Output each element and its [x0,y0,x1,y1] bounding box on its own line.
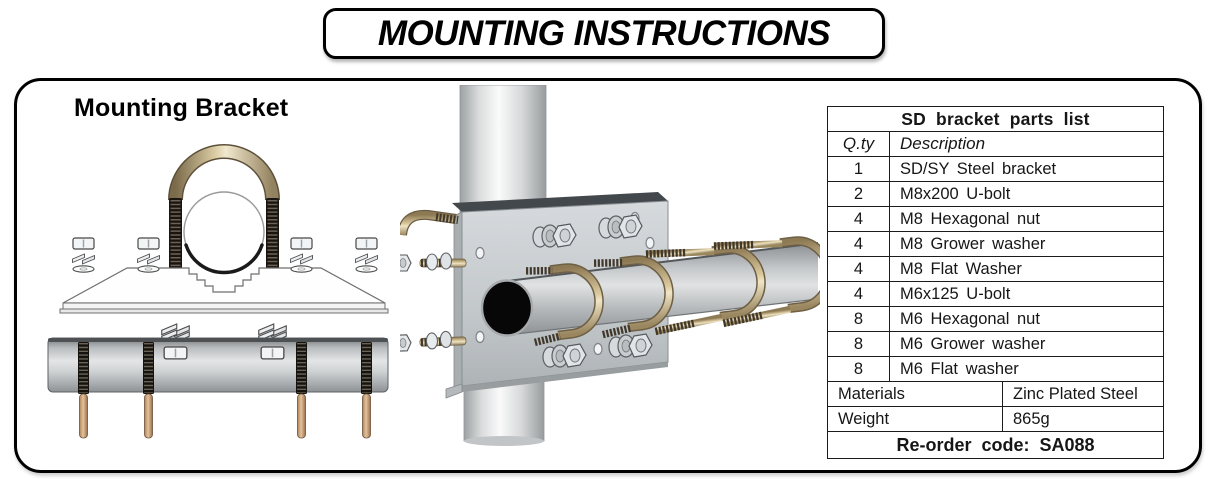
description-cell: M8 Hexagonal nut [889,206,1164,232]
qty-cell: 8 [827,356,890,382]
parts-table-main: SD bracket parts list Q.ty Description 1… [827,106,1164,382]
description-cell: M6x125 U-bolt [889,281,1164,307]
qty-cell: 4 [827,231,890,257]
qty-cell: 4 [827,206,890,232]
description-cell: M6 Grower washer [889,331,1164,357]
assembled-view-drawing [400,85,820,446]
parts-table-title-row: SD bracket parts list [827,106,1164,132]
boom-pipe-3d [480,242,819,337]
u-bolt-threads [169,198,279,272]
parts-row: 4 M8 Hexagonal nut [827,206,1164,232]
exploded-view-drawing [47,144,389,466]
reorder-row: Re-order code: SA088 [827,431,1164,459]
description-cell: M8 Flat Washer [889,256,1164,282]
description-cell: M8 Grower washer [889,231,1164,257]
bracket-plate [59,267,389,314]
pole [459,85,547,446]
description-cell: M6 Hexagonal nut [889,306,1164,332]
parts-row: 4 M6x125 U-bolt [827,281,1164,307]
parts-table-header-row: Q.ty Description [827,131,1164,157]
parts-row: 8 M6 Hexagonal nut [827,306,1164,332]
materials-row: Materials Zinc Plated Steel [827,381,1164,407]
qty-cell: 2 [827,181,890,207]
parts-rows: 1 SD/SY Steel bracket 2 M8x200 U-bolt 4 … [827,156,1164,382]
u-bolts-3d [525,236,820,347]
description-cell: M6 Flat washer [889,356,1164,382]
materials-value: Zinc Plated Steel [1002,381,1164,407]
page-title: MOUNTING INSTRUCTIONS [377,13,831,53]
u-bolt [168,144,280,201]
qty-cell: 8 [827,331,890,357]
parts-table-reorder: Re-order code: SA088 [827,431,1164,459]
weight-label: Weight [827,406,1003,432]
description-cell: SD/SY Steel bracket [889,156,1164,182]
parts-row: 4 M8 Grower washer [827,231,1164,257]
parts-table-meta: Materials Zinc Plated Steel Weight 865g [827,381,1164,432]
qty-cell: 4 [827,256,890,282]
left-hardware [400,209,466,351]
parts-row: 8 M6 Flat washer [827,356,1164,382]
pipe-cross-section [183,191,265,275]
parts-table: SD bracket parts list Q.ty Description 1… [827,106,1164,459]
parts-row: 1 SD/SY Steel bracket [827,156,1164,182]
qty-cell: 4 [827,281,890,307]
parts-row: 4 M8 Flat Washer [827,256,1164,282]
parts-row: 8 M6 Grower washer [827,331,1164,357]
materials-label: Materials [827,381,1003,407]
boom-pipe [47,337,389,393]
reorder-code: Re-order code: SA088 [827,431,1164,459]
qty-column-header: Q.ty [827,131,890,157]
qty-cell: 8 [827,306,890,332]
weight-row: Weight 865g [827,406,1164,432]
description-cell: M8x200 U-bolt [889,181,1164,207]
section-heading: Mounting Bracket [74,94,289,122]
weight-value: 865g [1002,406,1164,432]
description-column-header: Description [889,131,1164,157]
title-banner: MOUNTING INSTRUCTIONS [323,8,885,59]
parts-table-title: SD bracket parts list [827,106,1164,132]
qty-cell: 1 [827,156,890,182]
parts-row: 2 M8x200 U-bolt [827,181,1164,207]
